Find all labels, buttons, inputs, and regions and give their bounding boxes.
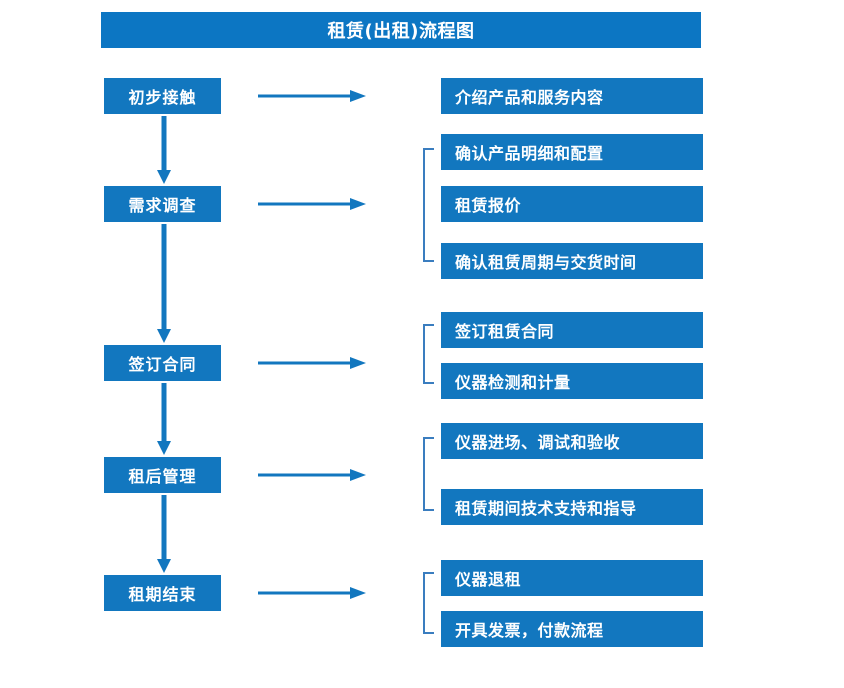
arrow-requirement-survey: [258, 198, 366, 210]
detail-box-instrument-return[interactable]: 仪器退租: [441, 560, 703, 596]
arrow-contact-to-survey: [157, 116, 171, 184]
stage-box-post-rental-management[interactable]: 租后管理: [104, 457, 221, 493]
stage-box-requirement-survey[interactable]: 需求调查: [104, 186, 221, 222]
detail-box-rental-quotation[interactable]: 租赁报价: [441, 186, 703, 222]
detail-box-sign-rental-contract[interactable]: 签订租赁合同: [441, 312, 703, 348]
detail-box-confirm-product-spec[interactable]: 确认产品明细和配置: [441, 134, 703, 170]
bracket-post-rental-management: [423, 437, 434, 511]
bracket-requirement-survey: [423, 148, 434, 262]
arrow-contract-to-management: [157, 383, 171, 455]
detail-box-technical-support[interactable]: 租赁期间技术支持和指导: [441, 489, 703, 525]
arrow-survey-to-contract: [157, 224, 171, 343]
detail-box-instrument-onsite-commissioning[interactable]: 仪器进场、调试和验收: [441, 423, 703, 459]
stage-box-rental-end[interactable]: 租期结束: [104, 575, 221, 611]
diagram-title: 租赁(出租)流程图: [101, 12, 701, 48]
arrow-management-to-end: [157, 495, 171, 573]
arrow-rental-end: [258, 587, 366, 599]
bracket-sign-contract: [423, 324, 434, 384]
detail-box-introduce-products[interactable]: 介绍产品和服务内容: [441, 78, 703, 114]
detail-box-invoice-payment[interactable]: 开具发票，付款流程: [441, 611, 703, 647]
arrow-sign-contract: [258, 357, 366, 369]
stage-box-sign-contract[interactable]: 签订合同: [104, 345, 221, 381]
stage-box-initial-contact[interactable]: 初步接触: [104, 78, 221, 114]
detail-box-instrument-inspection[interactable]: 仪器检测和计量: [441, 363, 703, 399]
detail-box-confirm-period-delivery[interactable]: 确认租赁周期与交货时间: [441, 243, 703, 279]
arrow-post-rental-management: [258, 469, 366, 481]
arrow-initial-contact: [258, 90, 366, 102]
bracket-rental-end: [423, 572, 434, 634]
